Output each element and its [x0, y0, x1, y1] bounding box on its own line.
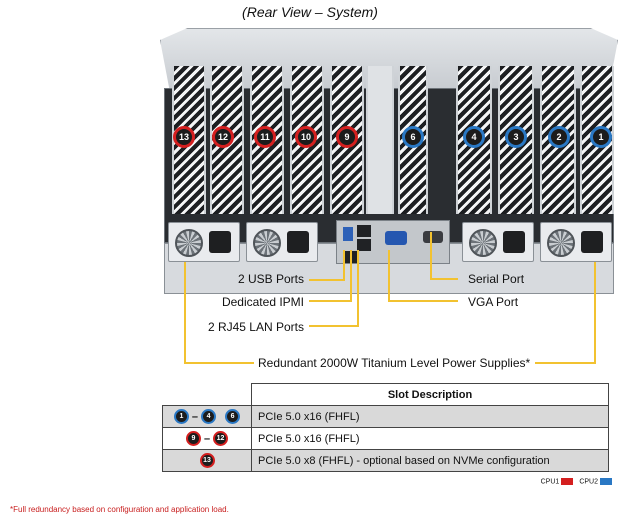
- vga-callout-line: [388, 250, 390, 301]
- usb-callout-line: [343, 250, 345, 280]
- power-plug-icon: [503, 231, 525, 253]
- legend-cpu1: CPU1: [541, 478, 574, 485]
- serial-port-label: Serial Port: [468, 272, 525, 286]
- slot-badge: 1: [173, 409, 189, 424]
- lan-callout-line: [357, 250, 359, 326]
- slot-badge-11: 11: [254, 126, 276, 148]
- table-row: 9–12 PCIe 5.0 x16 (FHFL): [162, 427, 609, 450]
- power-supply-3: [462, 222, 534, 262]
- slot-badge-1: 1: [590, 126, 612, 148]
- footnote: *Full redundancy based on configuration …: [10, 505, 229, 514]
- psu-fan-icon: [469, 229, 497, 257]
- table-row: 1–4 6 PCIe 5.0 x16 (FHFL): [162, 405, 609, 428]
- power-supply-1: [168, 222, 240, 262]
- power-plug-icon: [209, 231, 231, 253]
- slot-badge-12: 12: [212, 126, 234, 148]
- rear-io-panel: [336, 220, 450, 264]
- slot-badge-6: 6: [402, 126, 424, 148]
- serial-port-icon: [423, 231, 443, 243]
- pcie-slot-blank: [366, 66, 394, 214]
- slot-range-badges: 13: [162, 449, 252, 472]
- cpu1-swatch: [561, 478, 574, 485]
- psu-label: Redundant 2000W Titanium Level Power Sup…: [258, 356, 531, 370]
- legend-cpu2: CPU2: [579, 478, 612, 485]
- slot-badge-2: 2: [548, 126, 570, 148]
- slot-badge: 12: [213, 431, 229, 446]
- table-header-row: Slot Description: [162, 383, 609, 406]
- power-supply-4: [540, 222, 612, 262]
- table-header-empty: [162, 383, 252, 406]
- slot-badge-9: 9: [336, 126, 358, 148]
- slot-description: PCIe 5.0 x16 (FHFL): [251, 405, 609, 428]
- psu-fan-icon: [175, 229, 203, 257]
- power-plug-icon: [287, 231, 309, 253]
- psu-callout-line-right: [594, 262, 596, 364]
- slot-description: PCIe 5.0 x8 (FHFL) - optional based on N…: [251, 449, 609, 472]
- power-plug-icon: [581, 231, 603, 253]
- table-header-slot-description: Slot Description: [251, 383, 609, 406]
- slot-badge: 13: [199, 453, 215, 468]
- slot-range-badges: 1–4 6: [162, 405, 252, 428]
- lan-callout-line-h: [309, 325, 359, 327]
- lan-ports-label: 2 RJ45 LAN Ports: [207, 320, 304, 334]
- cpu-legend: CPU1 CPU2: [541, 478, 612, 485]
- usb-callout-line-h: [309, 279, 345, 281]
- slot-description: PCIe 5.0 x16 (FHFL): [251, 427, 609, 450]
- psu-callout-line-right-h: [535, 362, 595, 364]
- serial-callout-line-h: [430, 278, 458, 280]
- vga-port-label: VGA Port: [468, 295, 519, 309]
- slot-badge-10: 10: [295, 126, 317, 148]
- serial-callout-line: [430, 232, 432, 279]
- table-row: 13 PCIe 5.0 x8 (FHFL) - optional based o…: [162, 449, 609, 472]
- slot-badge-13: 13: [173, 126, 195, 148]
- psu-callout-line-left: [184, 262, 186, 364]
- psu-callout-line-left-h: [184, 362, 254, 364]
- slot-description-table: Slot Description 1–4 6 PCIe 5.0 x16 (FHF…: [162, 383, 609, 472]
- ipmi-label: Dedicated IPMI: [221, 295, 304, 309]
- lan-port-icon: [357, 225, 371, 237]
- slot-badge: 9: [185, 431, 201, 446]
- usb-ports-label: 2 USB Ports: [237, 272, 304, 286]
- slot-badge: 4: [201, 409, 217, 424]
- page-title: (Rear View – System): [242, 4, 378, 20]
- power-supply-2: [246, 222, 318, 262]
- psu-fan-icon: [547, 229, 575, 257]
- vga-port-icon: [385, 231, 407, 245]
- ipmi-callout-line: [350, 250, 352, 301]
- usb-port-icon: [343, 227, 353, 241]
- ipmi-callout-line-h: [309, 300, 352, 302]
- slot-range-badges: 9–12: [162, 427, 252, 450]
- psu-fan-icon: [253, 229, 281, 257]
- vga-callout-line-h: [388, 300, 458, 302]
- slot-badge-4: 4: [463, 126, 485, 148]
- slot-badge: 6: [225, 409, 241, 424]
- slot-badge-3: 3: [505, 126, 527, 148]
- lan-port-icon: [357, 239, 371, 251]
- cpu2-swatch: [600, 478, 612, 485]
